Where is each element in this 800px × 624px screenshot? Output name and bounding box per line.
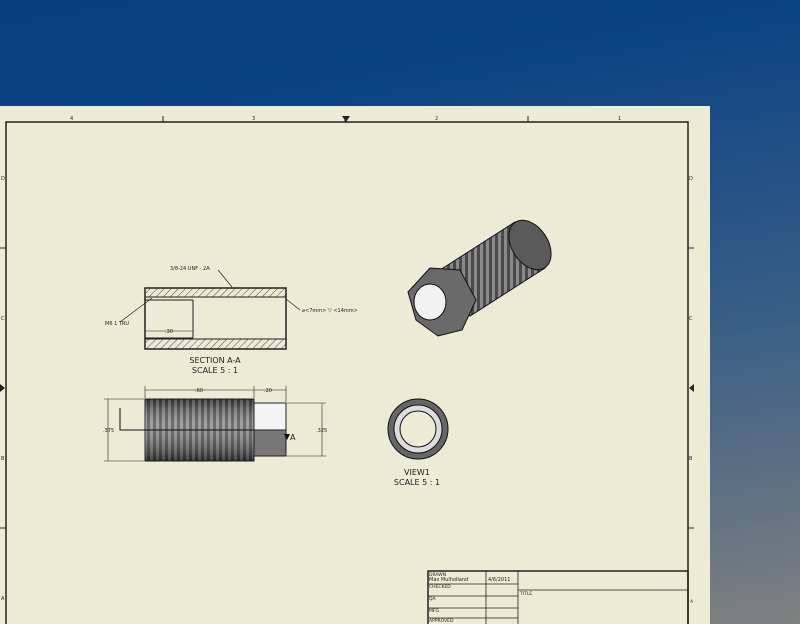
sheet-border [5,121,689,624]
zone-label: 1 [618,116,621,122]
thread-callout: 3/8-24 UNF - 2A [170,266,210,272]
side-view[interactable]: .60 .20 .375 .325 A [103,386,327,462]
approved-label: APPROVED [429,618,454,624]
end-view[interactable]: VIEW1 SCALE 5 : 1 [387,398,449,487]
zone-label: C [689,316,693,322]
isometric-view[interactable] [407,213,560,337]
drawing-sheet: 4 3 2 1 D C B A D C B 3/8-24 UNF - 2A M6… [0,106,710,624]
mfg-label: MFG [429,608,439,614]
center-mark-right [689,384,694,392]
section-scale: SCALE 5 : 1 [192,366,238,375]
drawn-date: 4/6/2011 [488,577,510,583]
view1-scale: SCALE 5 : 1 [394,478,440,487]
right-diameter-dimension: .325 [316,428,327,434]
zone-label: 2 [435,116,438,122]
zone-label: B [689,456,693,462]
center-mark-top [342,116,350,122]
neck-dimension: .20 [264,388,272,394]
zone-label: D [689,176,693,182]
drawn-by: Max Mulholland [429,577,468,583]
section-view[interactable]: 3/8-24 UNF - 2A M6 1 TRU .30 ⌀<7mm> ▽ <1… [105,266,358,375]
section-title: SECTION A-A [189,356,241,365]
left-diameter-dimension: .375 [103,428,114,434]
zone-label: 4 [70,116,73,122]
depth-dimension: .30 [165,329,173,335]
drawing-canvas: 4 3 2 1 D C B A D C B 3/8-24 UNF - 2A M6… [0,116,694,624]
section-marker: A [290,433,296,442]
zone-label: B [1,456,5,462]
view1-title: VIEW1 [404,468,430,477]
zone-label: C [1,316,5,322]
qa-label: QA [429,596,437,602]
drawn-label: DRAWN [429,572,446,578]
title-zone: A [690,599,694,605]
zone-label: 3 [252,116,255,122]
center-mark-left [0,384,5,392]
zone-label: D [1,176,5,182]
checked-label: CHECKED [429,584,451,590]
title-block: DRAWN Max Mulholland 4/6/2011 CHECKED QA… [427,570,694,624]
hole-callout: M6 1 TRU [105,321,129,327]
title-label: TITLE [519,591,532,597]
counterbore-callout: ⌀<7mm> ▽ <14mm> [302,308,358,314]
zone-label: A [1,596,5,602]
length-dimension: .60 [195,388,203,394]
